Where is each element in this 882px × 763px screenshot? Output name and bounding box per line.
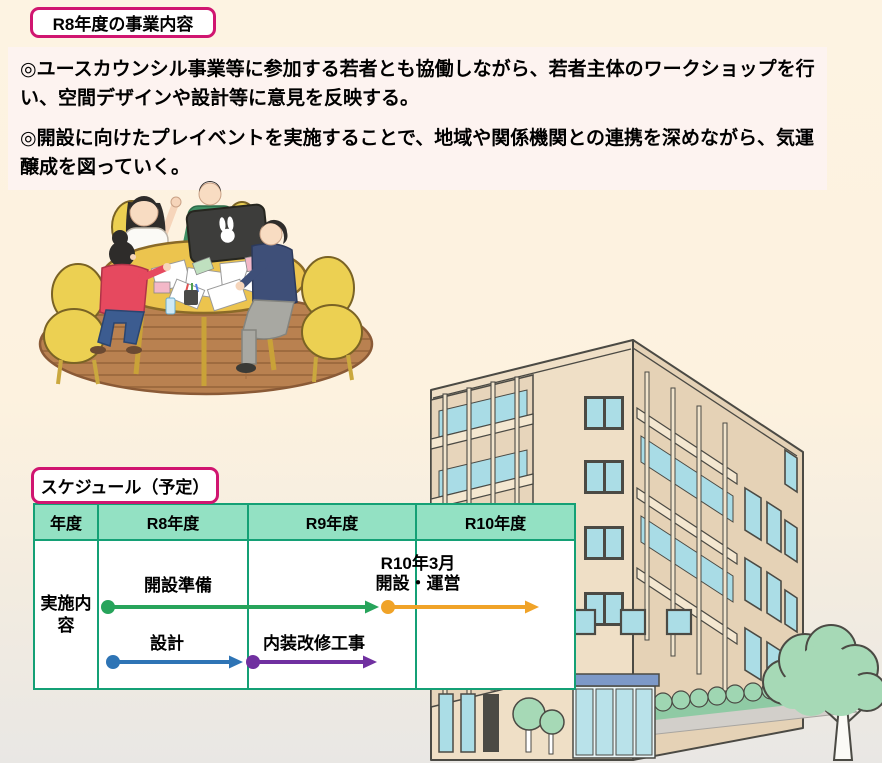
small-trees bbox=[512, 697, 565, 755]
column-divider bbox=[415, 505, 417, 688]
ground-floor-windows bbox=[569, 608, 693, 636]
chair bbox=[43, 263, 105, 364]
lower-wall-windows bbox=[438, 693, 499, 753]
windows-right-face bbox=[744, 448, 798, 694]
description-paragraph: ◎ユースカウンシル事業等に参加する若者とも協働しながら、若者主体のワークショップ… bbox=[20, 59, 815, 109]
pen-holder bbox=[184, 283, 199, 305]
milestone-date: R10年3月 bbox=[380, 554, 456, 573]
column-header-r9: R9年度 bbox=[305, 516, 359, 533]
schedule-body-row: 実施内容 bbox=[35, 541, 574, 688]
person-woman-sitting bbox=[90, 230, 171, 354]
arrow-preparation bbox=[101, 600, 379, 614]
chair bbox=[301, 256, 363, 360]
column-header-r8: R8年度 bbox=[146, 516, 200, 533]
entrance-canopy bbox=[567, 673, 660, 687]
task-label-design: 設計 bbox=[150, 634, 184, 653]
arrow-operation bbox=[381, 600, 539, 614]
laptop bbox=[185, 203, 270, 264]
chair-legs bbox=[56, 359, 100, 385]
schedule-header-row: 年度 R8年度 R9年度 R10年度 bbox=[35, 505, 574, 541]
schedule-label-box: スケジュール（予定） bbox=[31, 467, 219, 504]
description-paragraph: ◎開設に向けたプレイベントを実施することで、地域や関係機関との連携を深めながら、… bbox=[20, 128, 815, 178]
task-label-operation: R10年3月 開設・運営 bbox=[338, 554, 498, 593]
arrow-renovation bbox=[246, 655, 377, 669]
arrow-design bbox=[106, 655, 243, 669]
balcony-stack-right bbox=[636, 371, 738, 692]
page-title-box: R8年度の事業内容 bbox=[30, 7, 216, 38]
column-divider bbox=[247, 505, 249, 688]
milestone-name: 開設・運営 bbox=[375, 573, 461, 593]
bottle bbox=[165, 297, 176, 315]
schedule-table: 年度 R8年度 R9年度 R10年度 実施内容 bbox=[33, 503, 576, 690]
column-divider bbox=[97, 505, 99, 688]
page-title: R8年度の事業内容 bbox=[52, 15, 194, 34]
window-pairs-front bbox=[584, 396, 624, 626]
description-block: ◎ユースカウンシル事業等に参加する若者とも協働しながら、若者主体のワークショップ… bbox=[8, 47, 827, 190]
column-header-r10: R10年度 bbox=[464, 516, 527, 533]
column-header-nendo: 年度 bbox=[49, 516, 82, 533]
row-header-jisshi-naiyo: 実施内容 bbox=[40, 594, 92, 635]
task-label-renovation: 内装改修工事 bbox=[263, 634, 365, 653]
entrance bbox=[567, 673, 660, 759]
task-label-preparation: 開設準備 bbox=[144, 576, 212, 595]
workshop-illustration bbox=[38, 181, 374, 396]
chair-legs bbox=[312, 354, 354, 383]
schedule-label: スケジュール（予定） bbox=[40, 478, 210, 497]
big-tree bbox=[762, 624, 882, 761]
person-man-sitting bbox=[235, 219, 298, 373]
gantt-arrows bbox=[101, 600, 539, 669]
